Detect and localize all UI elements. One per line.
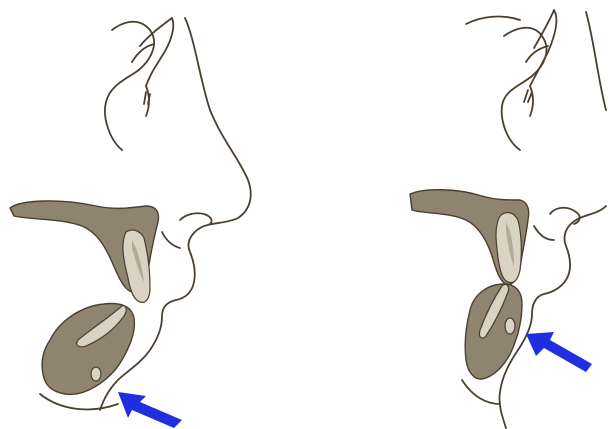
left-arrow-icon xyxy=(118,392,182,428)
right-eye-mark xyxy=(524,90,532,102)
right-chin-line xyxy=(462,380,500,404)
right-hairline xyxy=(466,17,520,24)
right-mandible-spot xyxy=(505,318,515,334)
right-profile-panel xyxy=(306,0,612,429)
left-mandible-spot xyxy=(91,367,101,381)
left-profile-panel xyxy=(0,0,306,429)
right-arrow-icon xyxy=(526,332,592,372)
left-ear-inner xyxy=(140,18,173,86)
left-lip-upper xyxy=(162,232,180,248)
right-ear-shape xyxy=(502,28,547,150)
right-lip-upper xyxy=(534,226,554,240)
left-nostril xyxy=(180,213,212,224)
